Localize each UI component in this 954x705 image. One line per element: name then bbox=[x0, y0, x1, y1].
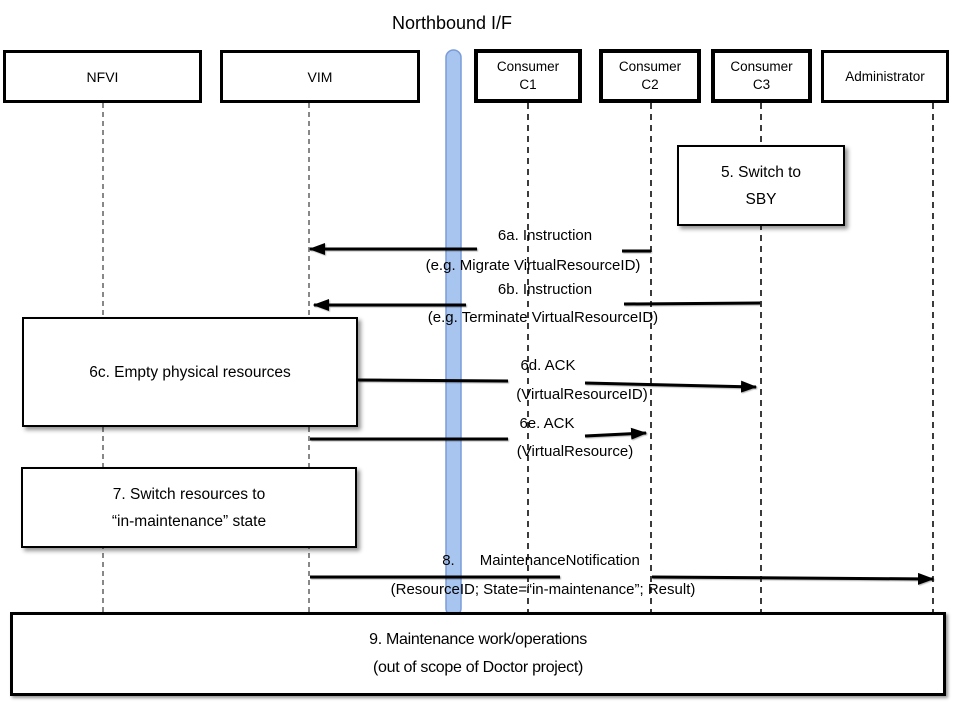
note-step5-switch-to-sby: 5. Switch to SBY bbox=[677, 145, 845, 226]
actor-box-nfvi: NFVI bbox=[3, 50, 202, 103]
note-step7-switch-resources: 7. Switch resources to “in-maintenance” … bbox=[21, 467, 357, 548]
message-arrow-6b bbox=[312, 299, 761, 311]
message-arrow-8 bbox=[310, 572, 935, 585]
actor-label-consumer: Consumer bbox=[730, 59, 793, 74]
actor-box-consumer-c1: Consumer C1 bbox=[474, 49, 582, 103]
message-arrow-6d bbox=[357, 378, 758, 393]
actor-label-c3: C3 bbox=[752, 77, 771, 92]
message-arrow-6e bbox=[310, 427, 648, 441]
note-line: (out of scope of Doctor project) bbox=[372, 659, 584, 676]
diagram-title: Northbound I/F bbox=[391, 13, 513, 33]
note-line: 9. Maintenance work/operations bbox=[369, 631, 587, 648]
actor-box-consumer-c2: Consumer C2 bbox=[599, 49, 701, 103]
actor-label-consumer: Consumer bbox=[618, 59, 682, 74]
actor-label-administrator: Administrator bbox=[845, 68, 925, 84]
note-step9-maintenance-work: 9. Maintenance work/operations (out of s… bbox=[10, 612, 946, 696]
note-line: 7. Switch resources to bbox=[112, 485, 266, 503]
actor-box-administrator: Administrator bbox=[821, 50, 949, 103]
actor-label-nfvi: NFVI bbox=[86, 68, 119, 85]
actor-label-c1: C1 bbox=[519, 77, 537, 92]
actor-box-consumer-c3: Consumer C3 bbox=[711, 49, 812, 103]
northbound-if-bar bbox=[445, 49, 462, 617]
actor-label-consumer: Consumer bbox=[496, 59, 560, 74]
message-arrow-6a bbox=[308, 243, 651, 255]
note-line: 5. Switch to bbox=[720, 163, 802, 181]
note-line: “in-maintenance” state bbox=[111, 512, 267, 530]
note-line: 6c. Empty physical resources bbox=[89, 363, 291, 381]
actor-box-vim: VIM bbox=[220, 50, 420, 103]
note-line: SBY bbox=[745, 190, 777, 208]
note-step6c-empty-physical-resources: 6c. Empty physical resources bbox=[22, 317, 358, 427]
actor-label-vim: VIM bbox=[307, 68, 333, 85]
actor-label-c2: C2 bbox=[641, 77, 659, 92]
